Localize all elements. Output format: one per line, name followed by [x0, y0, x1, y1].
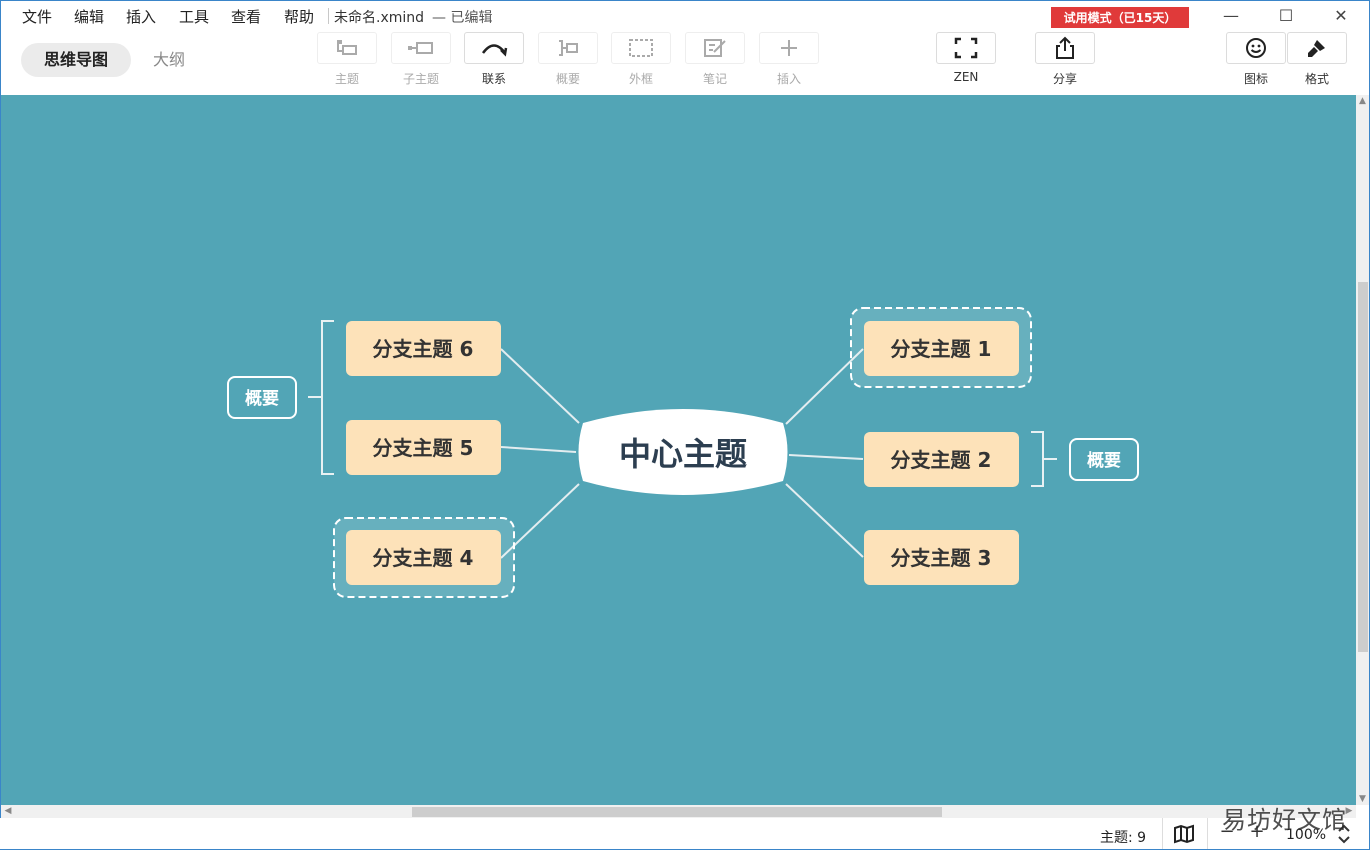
status-bar: 主题: 9 − + 100% — [0, 818, 1368, 849]
vertical-scrollbar-thumb[interactable] — [1358, 282, 1368, 652]
branch-topic-label: 分支主题 6 — [373, 337, 474, 361]
view-switch — [21, 43, 131, 77]
zoom-stepper-icon[interactable] — [1337, 822, 1351, 846]
menu-edit[interactable]: 编辑 — [74, 8, 105, 26]
status-separator — [1207, 818, 1208, 849]
branch-topic-6[interactable]: 分支主题 6 — [346, 321, 501, 376]
scroll-left-icon[interactable]: ◀ — [4, 806, 12, 816]
menu-view[interactable]: 查看 — [231, 8, 262, 26]
title-separator — [328, 8, 329, 24]
topic-count: 主题: 9 — [1100, 830, 1147, 846]
summary-topic-label: 概要 — [245, 388, 279, 409]
status-separator — [1162, 818, 1163, 849]
subtopic-button[interactable]: 子主题 — [391, 32, 451, 90]
subtopic-label: 子主题 — [402, 72, 439, 86]
zen-label: ZEN — [953, 70, 979, 84]
boundary-button[interactable]: 外框 — [611, 32, 671, 90]
branch-topic-4[interactable]: 分支主题 4 — [346, 530, 501, 585]
branch-topic-1[interactable]: 分支主题 1 — [864, 321, 1019, 376]
format-label: 格式 — [1304, 72, 1329, 86]
horizontal-scrollbar-thumb[interactable] — [412, 807, 942, 817]
share-icon — [1056, 36, 1074, 59]
share-button[interactable]: 分享 — [1035, 32, 1095, 90]
map-icon[interactable] — [1173, 824, 1195, 844]
branch-topic-label: 分支主题 4 — [373, 546, 474, 570]
menu-file[interactable]: 文件 — [22, 8, 53, 26]
plus-icon — [781, 40, 797, 56]
scroll-down-icon[interactable]: ▼ — [1359, 794, 1366, 804]
connector-branch-2 — [788, 454, 864, 460]
zoom-in-button[interactable]: + — [1249, 821, 1265, 842]
summary-topic-left[interactable]: 概要 — [227, 376, 297, 419]
scroll-up-icon[interactable]: ▲ — [1359, 96, 1366, 106]
document-status: — 已编辑 — [432, 10, 493, 26]
tab-mindmap[interactable]: 思维导图 — [43, 50, 108, 69]
relationship-button[interactable]: 联系 — [464, 32, 524, 90]
menu-insert[interactable]: 插入 — [126, 8, 157, 26]
minimize-button[interactable]: — — [1211, 2, 1251, 28]
topic-button[interactable]: 主题 — [317, 32, 377, 90]
subtopic-icon — [408, 42, 433, 54]
note-label: 笔记 — [702, 72, 727, 86]
branch-topic-label: 分支主题 1 — [891, 337, 992, 361]
note-button[interactable]: 笔记 — [685, 32, 745, 90]
icons-label: 图标 — [1243, 72, 1268, 86]
icons-button[interactable]: 图标 — [1226, 32, 1286, 90]
boundary-icon — [629, 39, 653, 57]
close-icon: ✕ — [1334, 5, 1348, 25]
toolbar: 思维导图 大纲 主题 子主题 联系 概要 外框 笔记 插入 ZEN 分享 图标 — [0, 30, 1368, 94]
fullscreen-icon — [954, 37, 978, 59]
minimize-icon: — — [1223, 5, 1239, 25]
insert-label: 插入 — [776, 72, 801, 86]
brush-icon — [1308, 40, 1325, 57]
branch-topic-label: 分支主题 3 — [891, 546, 992, 570]
summary-icon — [559, 40, 578, 56]
document-title: 未命名.xmind — [334, 10, 425, 26]
branch-topic-2[interactable]: 分支主题 2 — [864, 432, 1019, 487]
format-button[interactable]: 格式 — [1287, 32, 1347, 90]
close-button[interactable]: ✕ — [1321, 2, 1361, 28]
menu-bar: 文件 编辑 插入 工具 查看 帮助 未命名.xmind — 已编辑 试用模式（已… — [0, 0, 1368, 30]
trial-badge[interactable]: 试用模式（已15天） — [1051, 7, 1189, 28]
note-icon — [704, 39, 726, 57]
scroll-right-icon[interactable]: ▶ — [1345, 806, 1353, 816]
menu-tools[interactable]: 工具 — [179, 8, 210, 26]
zoom-level[interactable]: 100% — [1286, 827, 1327, 843]
relationship-icon — [481, 44, 508, 57]
zoom-out-button[interactable]: − — [1219, 821, 1235, 842]
summary-topic-label: 概要 — [1087, 450, 1121, 471]
zen-button[interactable]: ZEN — [936, 32, 996, 90]
tab-outline[interactable]: 大纲 — [152, 50, 185, 69]
branch-topic-5[interactable]: 分支主题 5 — [346, 420, 501, 475]
branch-topic-3[interactable]: 分支主题 3 — [864, 530, 1019, 585]
relationship-label: 联系 — [481, 72, 506, 86]
branch-topic-label: 分支主题 5 — [373, 436, 474, 460]
central-topic[interactable]: 中心主题 — [578, 409, 788, 495]
connector-branch-3 — [785, 483, 864, 558]
boundary-label: 外框 — [628, 72, 653, 86]
summary-label: 概要 — [555, 72, 580, 86]
summary-bracket-left — [308, 320, 334, 475]
smiley-icon — [1246, 38, 1266, 58]
connector-branch-1 — [785, 348, 864, 425]
summary-topic-right[interactable]: 概要 — [1069, 438, 1139, 481]
maximize-button[interactable]: ☐ — [1266, 2, 1306, 28]
insert-button[interactable]: 插入 — [759, 32, 819, 90]
connector-branch-6 — [500, 348, 580, 424]
connector-branch-5 — [500, 446, 577, 453]
menu-help[interactable]: 帮助 — [284, 8, 315, 26]
summary-bracket-right — [1031, 431, 1057, 487]
topic-icon — [337, 40, 357, 55]
mindmap-diagram: 中心主题 分支主题 1 分支主题 2 分支主题 3 分支主题 4 分支主题 5 … — [227, 307, 1139, 598]
share-label: 分享 — [1052, 72, 1077, 86]
topic-label: 主题 — [334, 72, 359, 86]
maximize-icon: ☐ — [1278, 5, 1294, 25]
central-topic-label: 中心主题 — [619, 435, 747, 473]
summary-button[interactable]: 概要 — [538, 32, 598, 90]
mindmap-canvas[interactable]: 中心主题 分支主题 1 分支主题 2 分支主题 3 分支主题 4 分支主题 5 … — [1, 95, 1356, 805]
branch-topic-label: 分支主题 2 — [891, 448, 992, 472]
